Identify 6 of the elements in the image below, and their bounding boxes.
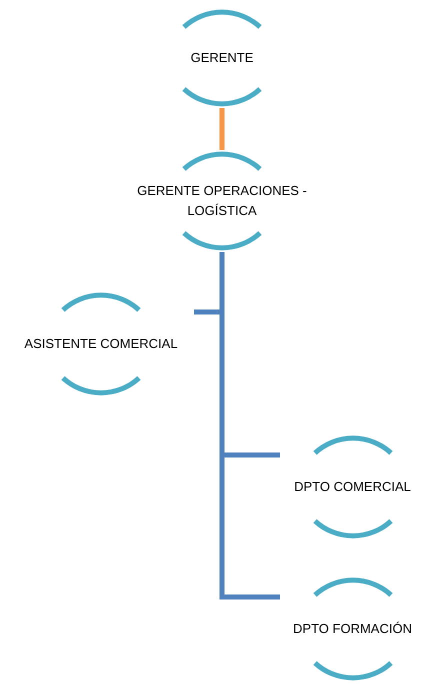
- node-label: DPTO FORMACIÓN: [293, 620, 412, 638]
- node-label: DPTO COMERCIAL: [294, 478, 411, 496]
- node-label: GERENTE OPERACIONES - LOGÍSTICA: [136, 182, 308, 220]
- node-label: GERENTE: [190, 49, 254, 67]
- connector-line: [220, 108, 224, 150]
- node-label: ASISTENTE COMERCIAL: [24, 335, 178, 353]
